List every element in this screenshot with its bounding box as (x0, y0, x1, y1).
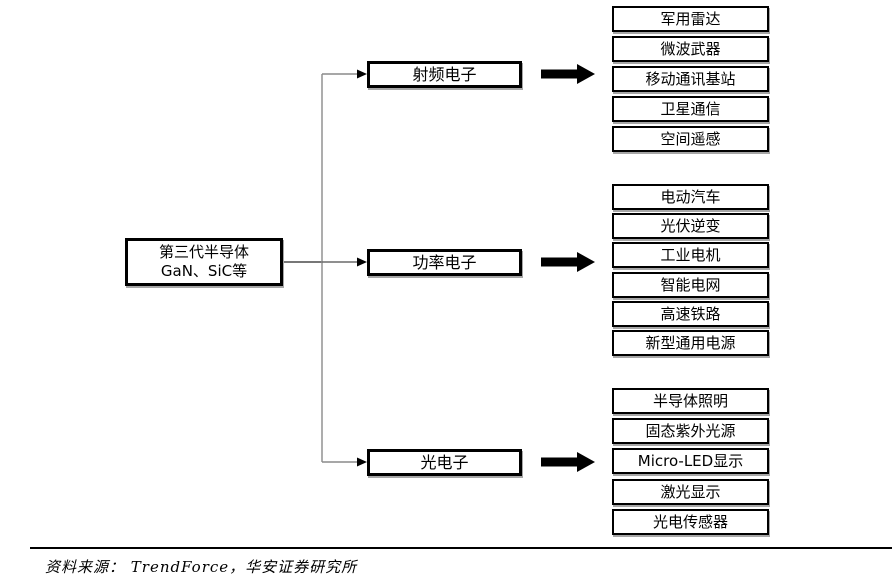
app-node-high-speed-rail: 高速铁路 (612, 301, 769, 327)
app-label: 半导体照明 (652, 391, 728, 410)
app-label: 固态紫外光源 (645, 421, 736, 440)
app-node-pv-inverter: 光伏逆变 (612, 213, 769, 239)
app-node-industrial-motor: 工业电机 (612, 242, 769, 268)
app-node-satellite-communication: 卫星通信 (612, 96, 769, 122)
app-node-military-radar: 军用雷达 (612, 6, 769, 32)
app-node-laser-display: 激光显示 (612, 479, 769, 505)
app-node-new-general-power-supply: 新型通用电源 (612, 330, 769, 356)
root-node-third-gen-semiconductor: 第三代半导体 GaN、SiC等 (125, 238, 283, 286)
app-label: 军用雷达 (660, 9, 721, 28)
app-label: 移动通讯基站 (645, 69, 736, 88)
branch-node-power-electronics: 功率电子 (367, 249, 522, 276)
branch-label: 光电子 (420, 452, 469, 472)
arrowhead-power-icon (357, 257, 367, 267)
app-label: 电动汽车 (660, 187, 721, 206)
app-node-micro-led-display: Micro-LED显示 (612, 448, 769, 474)
app-label: 新型通用电源 (645, 333, 736, 352)
app-label: Micro-LED显示 (637, 451, 744, 470)
block-arrow-rf-icon (541, 64, 595, 84)
block-arrow-power-icon (541, 252, 595, 272)
arrowhead-opto-icon (357, 457, 367, 467)
app-label: 智能电网 (660, 275, 721, 294)
branch-label: 功率电子 (412, 252, 477, 272)
branch-label: 射频电子 (412, 64, 477, 84)
branch-node-rf-electronics: 射频电子 (367, 61, 522, 88)
arrowhead-rf-icon (357, 69, 367, 79)
app-label: 光伏逆变 (660, 216, 721, 235)
footer-divider (30, 547, 892, 549)
app-node-electric-vehicle: 电动汽车 (612, 184, 769, 210)
app-label: 微波武器 (660, 39, 721, 58)
app-node-photoelectric-sensor: 光电传感器 (612, 509, 769, 535)
app-label: 卫星通信 (660, 99, 721, 118)
app-node-semiconductor-lighting: 半导体照明 (612, 388, 769, 414)
root-node-line2: GaN、SiC等 (160, 262, 248, 280)
app-node-solid-state-uv-source: 固态紫外光源 (612, 418, 769, 444)
app-label: 光电传感器 (652, 512, 728, 531)
app-node-smart-grid: 智能电网 (612, 272, 769, 298)
app-label: 空间遥感 (660, 129, 721, 148)
block-arrow-opto-icon (541, 452, 595, 472)
source-note: 资料来源： TrendForce，华安证券研究所 (45, 558, 358, 576)
app-label: 高速铁路 (660, 304, 721, 323)
app-label: 激光显示 (660, 482, 721, 501)
app-node-space-remote-sensing: 空间遥感 (612, 126, 769, 152)
app-node-microwave-weapon: 微波武器 (612, 36, 769, 62)
root-node-line1: 第三代半导体 (158, 243, 249, 262)
app-label: 工业电机 (660, 245, 721, 264)
branch-node-optoelectronics: 光电子 (367, 449, 522, 476)
app-node-mobile-base-station: 移动通讯基站 (612, 66, 769, 92)
